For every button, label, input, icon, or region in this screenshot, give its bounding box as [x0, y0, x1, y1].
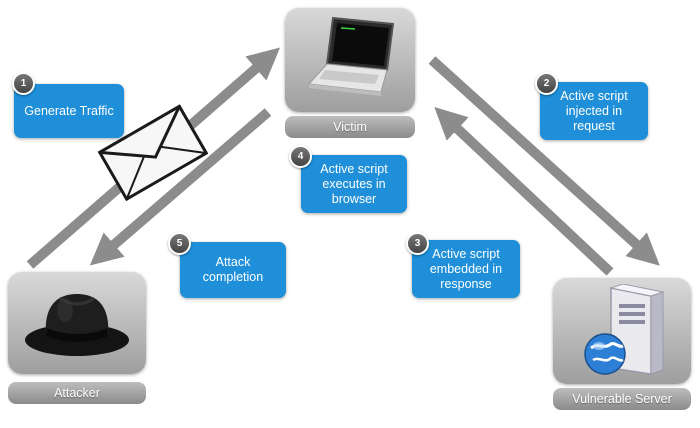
arrow-server-to-victim [434, 107, 614, 276]
step-1-text: Generate Traffic [24, 103, 114, 118]
step-3-callout: Active script embedded in response [412, 240, 520, 298]
victim-label: Victim [285, 116, 415, 138]
step-2-callout: Active script injected in request [540, 82, 648, 140]
step-2-text: Active script injected in request [560, 88, 628, 133]
step-5-text: Attack completion [202, 255, 264, 284]
attacker-label: Attacker [8, 382, 146, 404]
step-4-text: Active script executes in browser [320, 161, 388, 206]
step-3-badge: 3 [406, 232, 429, 255]
arrow-victim-to-server [428, 56, 660, 266]
step-4-callout: Active script executes in browser [301, 155, 407, 213]
step-2-badge: 2 [535, 72, 558, 95]
server-globe-icon [584, 284, 665, 375]
laptop-icon [307, 16, 395, 96]
fedora-hat-icon [25, 294, 129, 356]
step-5-badge: 5 [168, 232, 191, 255]
victim-node [285, 8, 415, 112]
step-1-badge: 1 [12, 72, 35, 95]
step-1-callout: Generate Traffic [14, 84, 124, 138]
step-3-text: Active script embedded in response [429, 246, 503, 291]
envelope-icon [97, 104, 208, 202]
step-5-callout: Attack completion [180, 242, 286, 298]
arrow-victim-to-attacker [89, 108, 272, 266]
server-label: Vulnerable Server [553, 388, 691, 410]
attacker-node [8, 272, 146, 374]
server-node [553, 278, 691, 384]
step-4-badge: 4 [289, 145, 312, 168]
